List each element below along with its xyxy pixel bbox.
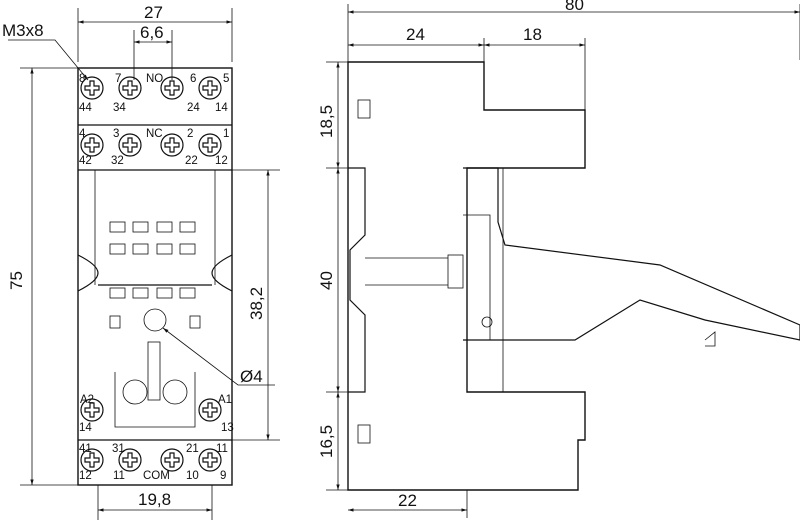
- dimension-upper: 18,5: [317, 105, 336, 138]
- terminal-label: 14: [215, 102, 228, 114]
- terminal-label: 9: [220, 470, 226, 482]
- terminal-label: 10: [186, 470, 199, 482]
- dimension-height: 75: [7, 271, 26, 290]
- terminal-label: NO: [146, 73, 163, 85]
- terminal-label: 22: [185, 155, 198, 167]
- terminal-label: 6: [190, 73, 196, 85]
- screw-spec: M3x8: [2, 21, 44, 40]
- dimension-hole: Ø4: [240, 367, 263, 386]
- front-view: 8 7 NO 6 5 44 34 24 14 4 3 NC 2 1 42 32 …: [2, 3, 280, 520]
- dimension-bottom: 19,8: [138, 490, 171, 509]
- terminal-label: 21: [186, 443, 199, 455]
- terminal-label: 13: [221, 422, 234, 434]
- terminal-label: 12: [79, 470, 92, 482]
- terminal-label: 3: [113, 128, 119, 140]
- dimension-middle: 40: [317, 271, 336, 290]
- terminal-label: 2: [187, 128, 193, 140]
- terminal-label: COM: [143, 470, 170, 482]
- terminal-label: 5: [223, 73, 229, 85]
- terminal-label: 34: [113, 102, 126, 114]
- terminal-label: 11: [113, 470, 125, 482]
- dimension-top-left: 24: [406, 25, 425, 44]
- terminal-label: 32: [111, 155, 124, 167]
- dimension-total: 80: [565, 0, 584, 14]
- terminal-label: 44: [79, 102, 92, 114]
- terminal-label: 31: [112, 443, 125, 455]
- dimension-lower: 16,5: [317, 425, 336, 458]
- dimension-width: 27: [144, 3, 163, 22]
- terminal-label: A1: [218, 394, 232, 406]
- terminal-label: 7: [115, 73, 121, 85]
- terminal-label: A2: [80, 394, 94, 406]
- dimension-top-right: 18: [523, 25, 542, 44]
- terminal-label: 14: [79, 422, 92, 434]
- terminal-label: 42: [79, 155, 92, 167]
- terminal-label: NC: [146, 128, 163, 140]
- dimension-base: 22: [398, 491, 417, 510]
- terminal-label: 4: [79, 128, 86, 140]
- side-view: 80 24 18 18,5 40 16,5 22: [317, 0, 800, 518]
- dimension-pitch: 6,6: [140, 23, 164, 42]
- dimension-mid: 38,2: [247, 287, 266, 320]
- terminal-label: 11: [216, 443, 228, 455]
- terminal-label: 41: [79, 443, 92, 455]
- terminal-label: 12: [215, 155, 228, 167]
- terminal-label: 24: [187, 102, 200, 114]
- terminal-label: 8: [79, 73, 85, 85]
- terminal-label: 1: [223, 128, 229, 140]
